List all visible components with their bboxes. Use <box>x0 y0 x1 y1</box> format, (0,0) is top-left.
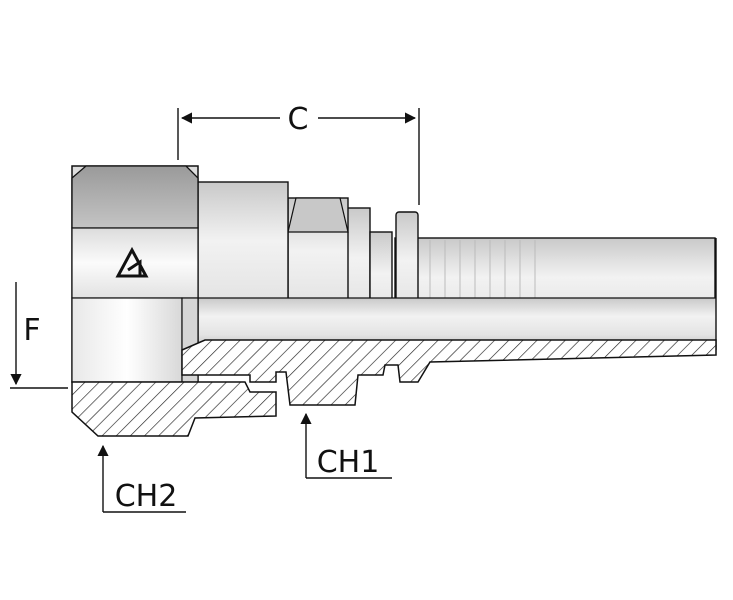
barb-grooves <box>429 240 536 300</box>
ch1-leader: CH1 <box>300 412 392 480</box>
dimension-f: F <box>10 282 68 389</box>
dimension-f-label: F <box>23 313 40 348</box>
ch2-leader: CH2 <box>97 444 186 514</box>
brand-logo-icon <box>115 246 149 278</box>
ch1-label: CH1 <box>317 445 380 480</box>
dimension-c: C <box>177 102 420 205</box>
swivel-nut <box>71 165 199 383</box>
section-cut <box>71 339 717 437</box>
ch2-label: CH2 <box>115 479 178 514</box>
dimension-c-label: C <box>288 102 309 137</box>
